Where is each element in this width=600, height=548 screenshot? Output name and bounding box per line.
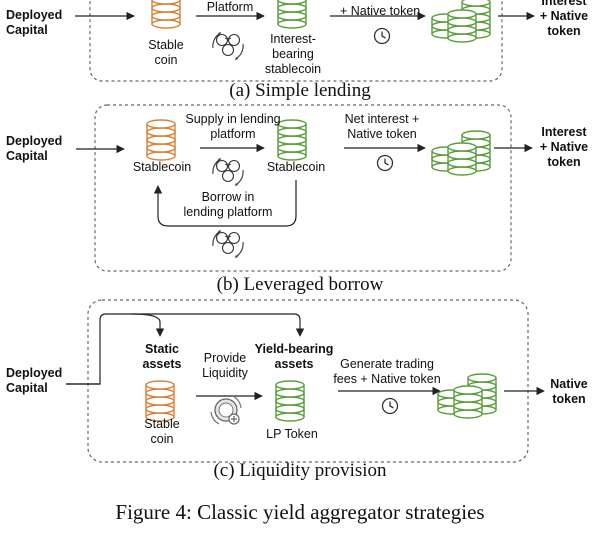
panel-b-caption: (b) Leveraged borrow [216,274,384,295]
lending-cycle-icon [212,229,244,259]
panel-c [66,299,545,463]
stablecoin-left-label: Stablecoin [132,160,192,174]
orange-coin-stack-icon [146,381,174,421]
provide-liquidity-label: Provide Liquidity [202,351,248,380]
deployed-capital-label: Deployed Capital [6,134,63,163]
orange-coin-stack-icon [147,120,175,160]
yield-bearing-label: Yield-bearing assets [254,342,334,371]
deployed-capital-label: Deployed Capital [6,8,63,37]
borrow-label: Borrow in lending platform [183,190,273,219]
output-label: Interest + Native token [539,125,589,169]
panel-a-caption: (a) Simple lending [229,80,371,101]
generate-label: Generate trading fees + Native token [333,357,441,386]
panel-a-frame [89,0,503,82]
native-token-label: + Native token [340,4,421,18]
lp-token-label: LP Token [266,427,318,441]
figure-caption: Figure 4: Classic yield aggregator strat… [115,500,485,524]
green-coin-stack-icon [278,0,306,28]
green-coin-stack-icon [276,381,304,421]
arrow-c-static [131,313,165,337]
static-assets-label: Static assets [142,342,182,371]
orange-coin-stack-icon [152,0,180,28]
output-label: Native token [550,377,588,406]
net-interest-label: Net interest + Native token [344,112,420,141]
arrow-b-borrow-loop [153,180,297,227]
panel-b [76,104,533,272]
clock-icon [373,27,391,45]
panel-a [75,0,535,82]
clock-icon [376,154,394,172]
lending-cycle-icon [212,157,244,187]
green-coin-pile-icon [432,0,490,42]
stable-coin-label: Stable coin [148,38,184,67]
stablecoin-right-label: Stablecoin [266,160,326,174]
output-label: Interest + Native token [539,0,589,38]
panel-b-frame [94,104,512,272]
supply-label: Supply in lending platform [185,112,281,141]
clock-icon [381,397,399,415]
green-coin-pile-icon [432,131,490,175]
stable-coin-label: Stable coin [144,417,180,446]
arrow-c-yield [66,313,305,385]
deployed-capital-label: Deployed Capital [6,366,63,395]
panel-c-caption: (c) Liquidity provision [213,460,387,481]
liquidity-coin-icon [210,395,242,425]
interest-bearing-label: Interest- bearing stablecoin [264,32,322,76]
panel-c-frame [87,299,529,463]
lending-cycle-icon [212,31,244,61]
platform-label: Platform [206,0,254,14]
